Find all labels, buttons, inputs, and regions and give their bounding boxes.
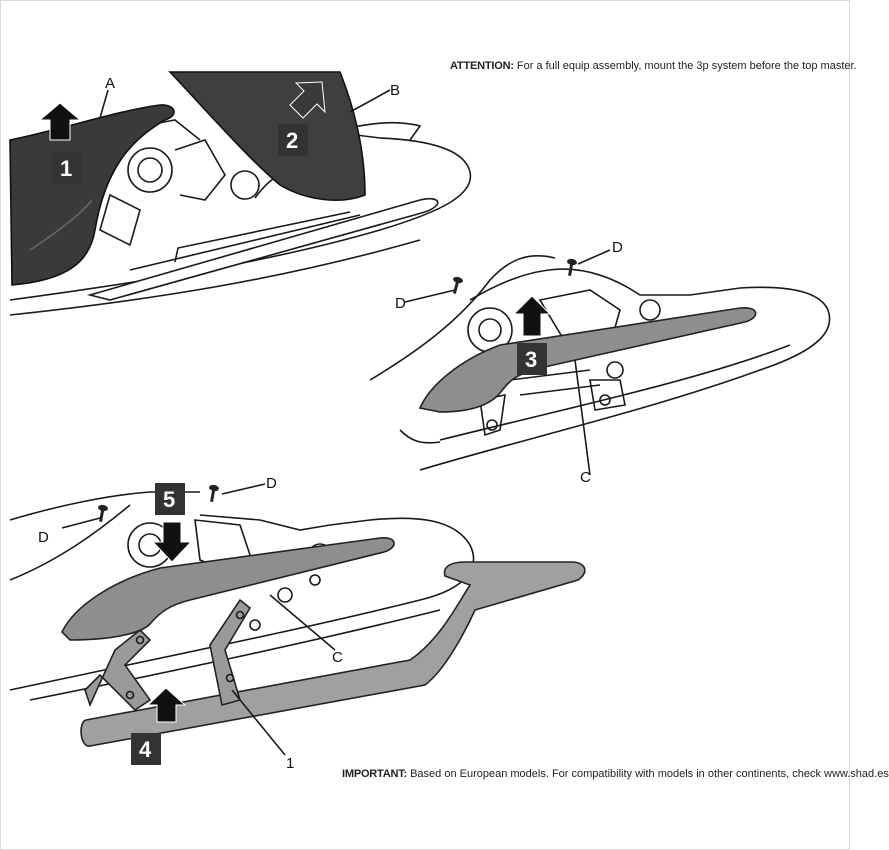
step-5-marker: 5	[155, 483, 185, 515]
arrow-diagonal-icon	[289, 81, 326, 119]
screw-icon	[95, 504, 109, 523]
step-5-number: 5	[163, 487, 175, 512]
panel-bracket-mount	[9, 483, 586, 756]
step-1-marker: 1	[52, 152, 82, 184]
arrow-up-icon	[38, 102, 82, 141]
step-4-marker: 4	[131, 733, 161, 765]
screw-icon	[564, 258, 578, 277]
screw-icon	[206, 484, 220, 503]
step-1-number: 1	[60, 156, 72, 181]
label-c-2: C	[332, 649, 343, 666]
label-c: C	[580, 469, 591, 486]
attention-label: ATTENTION:	[450, 60, 514, 72]
label-d-right-2: D	[266, 475, 277, 492]
important-note: IMPORTANT: Based on European models. For…	[342, 768, 889, 780]
arrow-up-icon	[146, 687, 187, 723]
arrow-up-icon	[512, 295, 552, 337]
label-d-left-2: D	[38, 529, 49, 546]
panel-grab-rail-removal	[369, 249, 831, 476]
step-2-marker: 2	[278, 124, 308, 156]
important-label: IMPORTANT:	[342, 768, 408, 780]
label-part-1: 1	[286, 755, 294, 772]
arrow-down-icon	[151, 521, 193, 563]
step-2-number: 2	[286, 128, 298, 153]
screw-icon	[449, 275, 464, 295]
step-4-number: 4	[139, 737, 152, 762]
important-text: Based on European models. For compatibil…	[410, 768, 889, 780]
attention-text: For a full equip assembly, mount the 3p …	[516, 60, 857, 72]
panel-seat-removal	[9, 71, 472, 316]
label-b: B	[390, 82, 400, 99]
label-d-left: D	[395, 295, 406, 312]
attention-note: ATTENTION: For a full equip assembly, mo…	[450, 60, 857, 72]
assembly-diagram: A B 1 2	[9, 71, 831, 772]
label-d-right: D	[612, 239, 623, 256]
label-a: A	[105, 75, 115, 92]
step-3-marker: 3	[517, 343, 547, 375]
step-3-number: 3	[525, 347, 537, 372]
